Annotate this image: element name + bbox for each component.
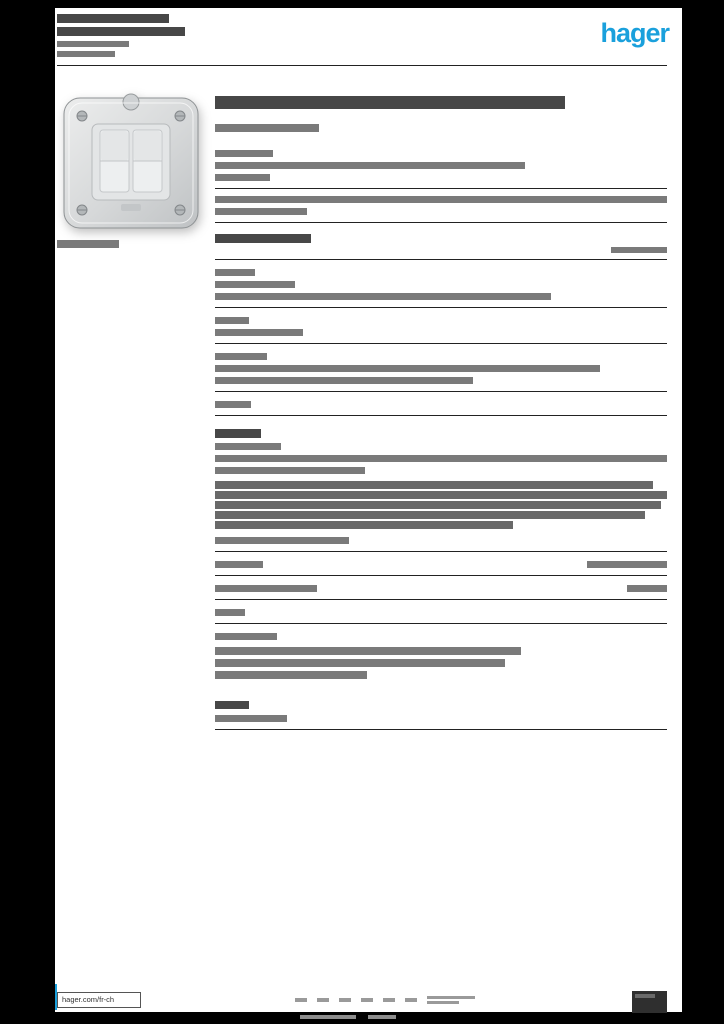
header-subtitle-line xyxy=(57,41,129,47)
row-divider xyxy=(215,222,667,223)
section-heading-line xyxy=(215,429,261,438)
text-line xyxy=(215,443,281,450)
label-line xyxy=(215,561,263,568)
row-divider xyxy=(215,415,667,416)
row-divider xyxy=(215,188,667,189)
page-number-block xyxy=(632,991,667,1013)
text-line xyxy=(215,329,303,336)
bottom-margin-mark xyxy=(368,1015,396,1019)
row-divider xyxy=(215,307,667,308)
text-line xyxy=(215,647,521,655)
text-line xyxy=(215,537,349,544)
paragraph-line xyxy=(215,501,661,509)
section-heading-line xyxy=(215,701,249,709)
value-line xyxy=(627,585,667,592)
label-line xyxy=(215,269,255,276)
text-line xyxy=(215,293,551,300)
text-line xyxy=(215,162,525,169)
switch-product-image xyxy=(63,93,199,229)
product-photo xyxy=(62,92,200,230)
product-subtitle-line xyxy=(215,124,319,132)
text-line xyxy=(215,196,667,203)
row-divider xyxy=(215,599,667,600)
footer-website-link[interactable]: hager.com/fr-ch xyxy=(57,992,141,1008)
certification-mark-icon xyxy=(383,998,395,1002)
paragraph-line xyxy=(215,511,645,519)
text-line xyxy=(215,281,295,288)
text-line xyxy=(215,659,505,667)
label-line xyxy=(215,609,245,616)
text-line xyxy=(215,377,473,384)
header-subtitle-line xyxy=(57,51,115,57)
page-number-line xyxy=(635,994,655,998)
certification-mark-icon xyxy=(361,998,373,1002)
row-divider xyxy=(215,343,667,344)
label-line xyxy=(215,353,267,360)
paragraph-line xyxy=(215,481,653,489)
label-line xyxy=(215,585,317,592)
certification-mark-icon xyxy=(339,998,351,1002)
label-line xyxy=(215,401,251,408)
certification-mark-icon xyxy=(405,998,417,1002)
value-line xyxy=(587,561,667,568)
footer-fine-print-line xyxy=(427,996,475,999)
text-line xyxy=(215,467,365,474)
certification-mark-icon xyxy=(317,998,329,1002)
hager-logo: hager xyxy=(600,18,670,48)
header-title-line xyxy=(57,27,185,36)
text-line xyxy=(215,365,600,372)
section-heading-line xyxy=(215,234,311,243)
bottom-margin-mark xyxy=(300,1015,356,1019)
footer-fine-print-line xyxy=(427,1001,459,1004)
corner-screws xyxy=(76,110,186,216)
text-line xyxy=(215,671,367,679)
row-divider xyxy=(215,575,667,576)
row-divider xyxy=(215,551,667,552)
text-line xyxy=(215,455,667,462)
row-divider xyxy=(215,391,667,392)
product-reference-line xyxy=(57,240,119,248)
row-divider xyxy=(215,729,667,730)
header-title-line xyxy=(57,14,169,23)
paragraph-line xyxy=(215,521,513,529)
value-line xyxy=(611,247,667,253)
text-line xyxy=(215,150,273,157)
content-column xyxy=(215,8,667,748)
certification-mark-icon xyxy=(295,998,307,1002)
paragraph-line xyxy=(215,491,667,499)
label-line xyxy=(215,633,277,640)
text-line xyxy=(215,715,287,722)
header-divider xyxy=(57,65,667,66)
product-title-line xyxy=(215,96,565,109)
document-page: hager xyxy=(55,8,682,1013)
text-line xyxy=(215,208,307,215)
footer-accent-mark xyxy=(55,984,57,1010)
row-divider xyxy=(215,259,667,260)
text-line xyxy=(215,174,270,181)
label-line xyxy=(215,317,249,324)
row-divider xyxy=(215,623,667,624)
